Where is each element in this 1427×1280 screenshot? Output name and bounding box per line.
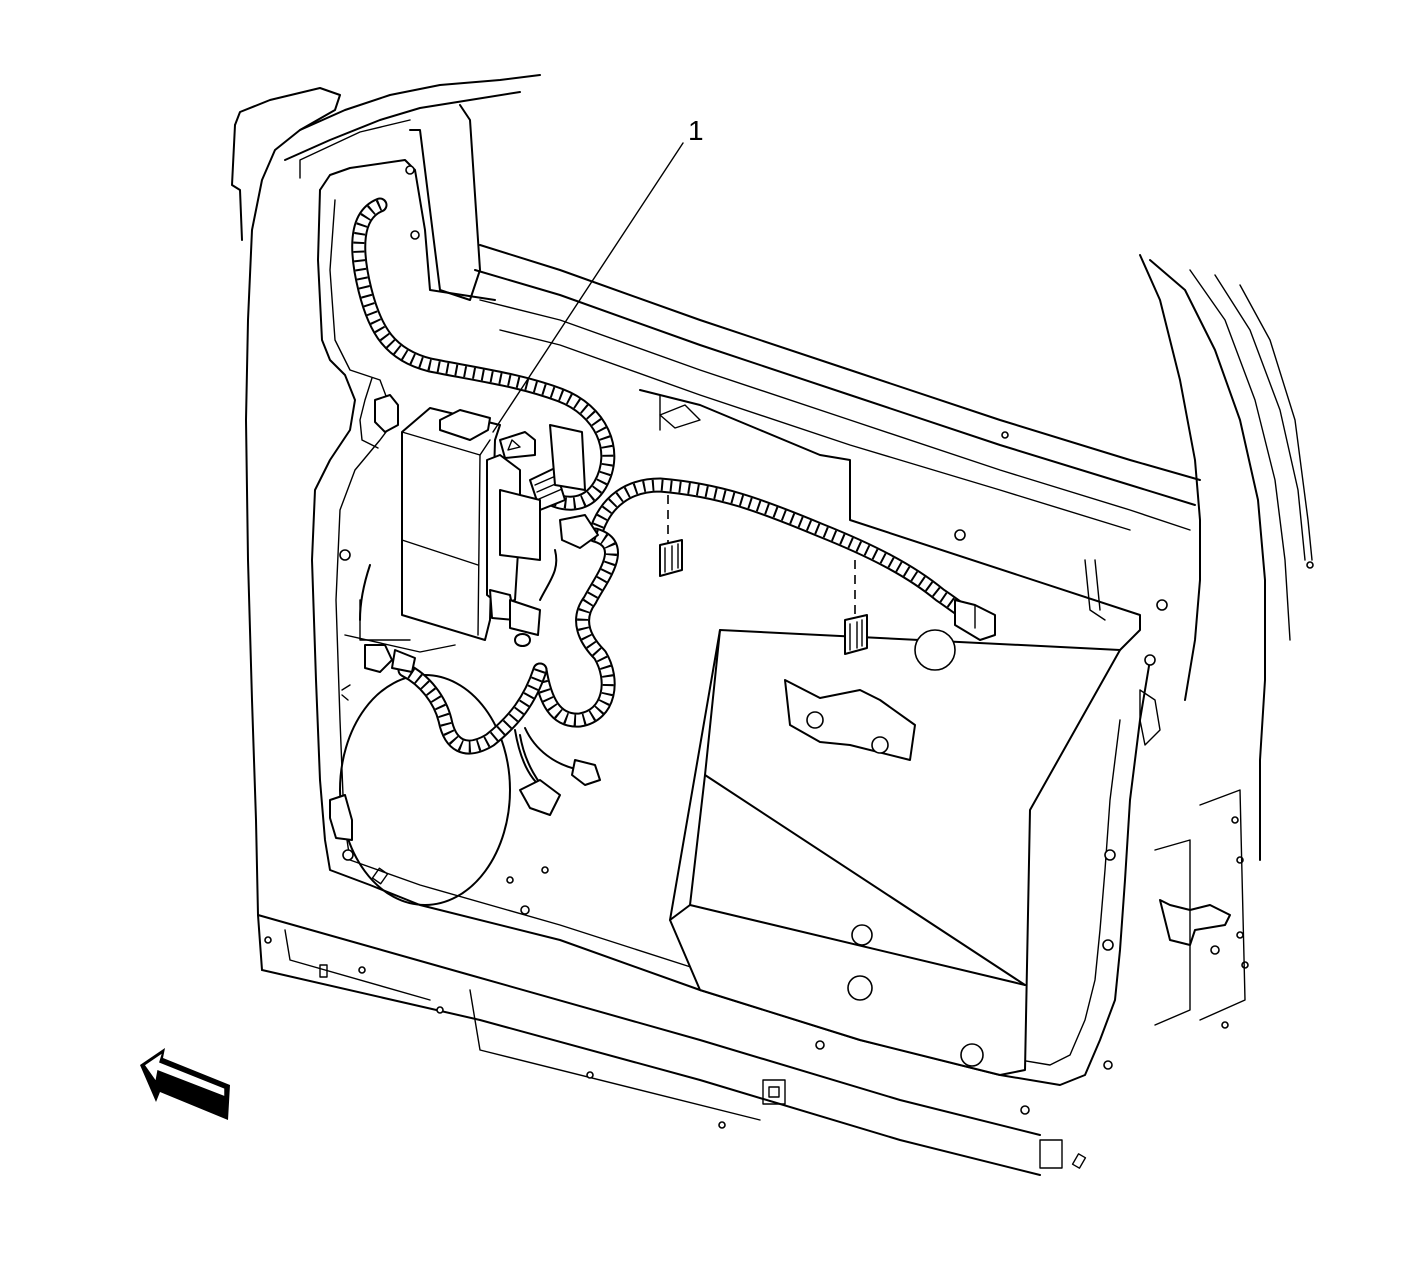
window-belt-line xyxy=(474,244,1313,861)
callout-1-label: 1 xyxy=(688,115,704,146)
panel-details xyxy=(319,389,1161,1169)
wiring-harness xyxy=(344,197,973,796)
callout-1: 1 xyxy=(492,115,704,433)
latch-area xyxy=(762,789,1246,1169)
speaker-opening xyxy=(339,674,511,906)
door-outer-frame xyxy=(231,74,1041,1176)
door-control-module xyxy=(401,407,586,647)
harness-clips xyxy=(659,495,868,655)
mounting-holes xyxy=(264,165,1314,1129)
front-direction-arrow-icon xyxy=(140,1048,230,1120)
access-panel xyxy=(669,629,1121,1076)
